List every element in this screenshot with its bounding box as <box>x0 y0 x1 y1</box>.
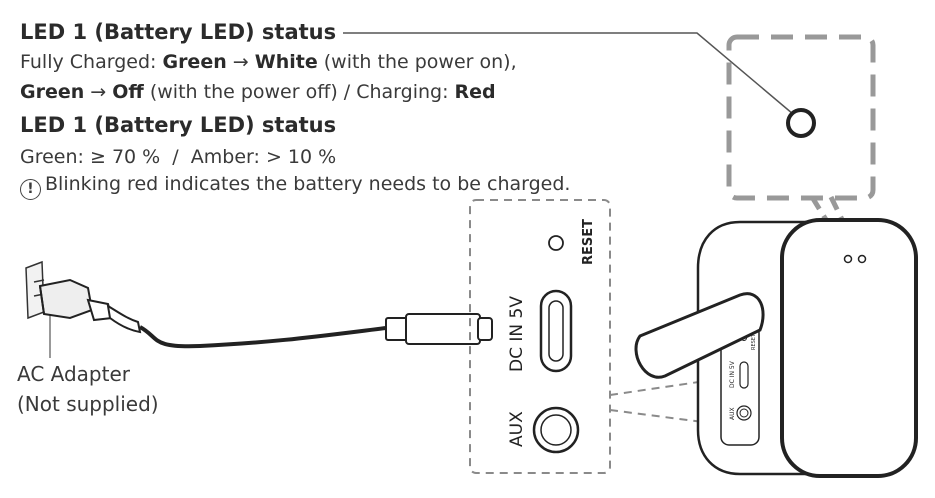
led-indicator-1 <box>843 254 853 264</box>
led-level-line: Green: ≥ 70 % / Amber: > 10 % <box>20 145 336 169</box>
green-label: Green <box>162 51 227 73</box>
usb-c-plug <box>385 313 493 345</box>
arrow: → <box>226 51 255 73</box>
adapter-label-2: (Not supplied) <box>17 392 159 416</box>
green-label: Green <box>20 81 85 103</box>
warning-line: !Blinking red indicates the battery need… <box>20 172 570 200</box>
usb-cable <box>138 325 387 349</box>
white-label: White <box>254 51 318 73</box>
led-status-heading-1: LED 1 (Battery LED) status <box>20 20 337 44</box>
speaker-dc-in-label: DC IN 5V <box>729 360 736 388</box>
dc-in-port <box>539 289 573 373</box>
speaker-reset-label: RESET <box>751 333 757 350</box>
speaker-dc-in-port <box>739 361 749 389</box>
dc-in-label: DC IN 5V <box>507 296 527 372</box>
aux-label: AUX <box>507 411 527 447</box>
led-indicator-2 <box>857 254 867 264</box>
power-off-note: (with the power off) / Charging: <box>143 81 455 103</box>
speaker-front-face <box>780 218 918 478</box>
reset-label: RESET <box>581 219 596 265</box>
dc-in-port-slot <box>548 300 564 362</box>
callout-tail-right <box>828 195 853 238</box>
arrow: → <box>84 81 113 103</box>
red-label: Red <box>454 81 496 103</box>
off-label: Off <box>112 81 144 103</box>
speaker-strap <box>634 292 765 379</box>
speaker: RESET DC IN 5V AUX <box>634 218 918 478</box>
adapter-label-1: AC Adapter <box>17 362 130 386</box>
reset-button <box>548 235 564 251</box>
led-status-line-2: Green → Off (with the power off) / Charg… <box>20 80 496 104</box>
amber-level-value: : > 10 % <box>253 146 337 168</box>
green-level-label: Green <box>20 146 78 168</box>
speaker-aux-port-inner <box>739 408 749 418</box>
aux-port <box>532 406 580 454</box>
warning-text: Blinking red indicates the battery needs… <box>45 173 571 195</box>
led-callout-box <box>726 34 876 201</box>
power-on-note: (with the power on), <box>317 51 517 73</box>
port-panel-box <box>469 199 611 474</box>
ac-adapter <box>38 278 142 334</box>
led-status-line-1: Fully Charged: Green → White (with the p… <box>20 50 517 74</box>
separator: / <box>160 146 191 168</box>
warning-icon: ! <box>20 179 41 200</box>
green-level-value: : ≥ 70 % <box>77 146 161 168</box>
amber-level-label: Amber <box>190 146 254 168</box>
aux-port-inner <box>540 414 572 446</box>
led-indicator-enlarged <box>786 108 816 138</box>
speaker-aux-label: AUX <box>729 407 736 420</box>
callout-tail-left <box>809 195 839 238</box>
panel-connector-bottom <box>609 409 727 426</box>
leader-line <box>343 32 794 115</box>
speaker-aux-port <box>736 405 752 421</box>
fully-charged-label: Fully Charged: <box>20 51 163 73</box>
panel-connector-top <box>609 377 727 396</box>
led-status-heading-2: LED 1 (Battery LED) status <box>20 113 337 137</box>
